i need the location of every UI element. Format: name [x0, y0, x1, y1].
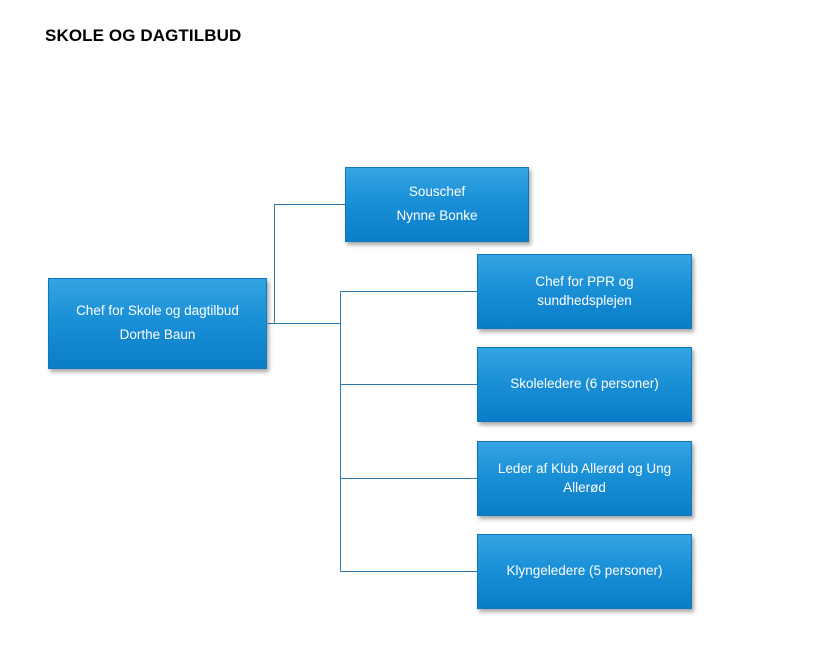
deputy-name: Nynne Bonke	[396, 208, 478, 223]
club-leader-box: Leder af Klub Allerød og Ung Allerød	[477, 441, 692, 516]
chief-name: Dorthe Baun	[119, 327, 196, 342]
ppr-chief-label: Chef for PPR og sundhedsplejen	[535, 273, 634, 308]
school-leaders-box: Skoleledere (6 personer)	[477, 347, 692, 422]
deputy-box: Souschef Nynne Bonke	[345, 167, 529, 242]
connector-chief-deputy	[267, 204, 345, 324]
club-leader-label-line2: Allerød	[563, 479, 606, 495]
cluster-leaders-box: Klyngeledere (5 personer)	[477, 534, 692, 609]
club-leader-label-line1: Leder af Klub Allerød og Ung	[497, 460, 672, 476]
cluster-leaders-label: Klyngeledere (5 personer)	[506, 563, 663, 579]
deputy-title: Souschef	[408, 184, 466, 200]
chief-title: Chef for Skole og dagtilbud	[76, 303, 239, 319]
page-title: SKOLE OG DAGTILBUD	[45, 26, 242, 45]
ppr-chief-box: Chef for PPR og sundhedsplejen	[477, 254, 692, 329]
school-leaders-label: Skoleledere (6 personer)	[510, 376, 659, 392]
chief-box: Chef for Skole og dagtilbud Dorthe Baun	[48, 278, 267, 369]
